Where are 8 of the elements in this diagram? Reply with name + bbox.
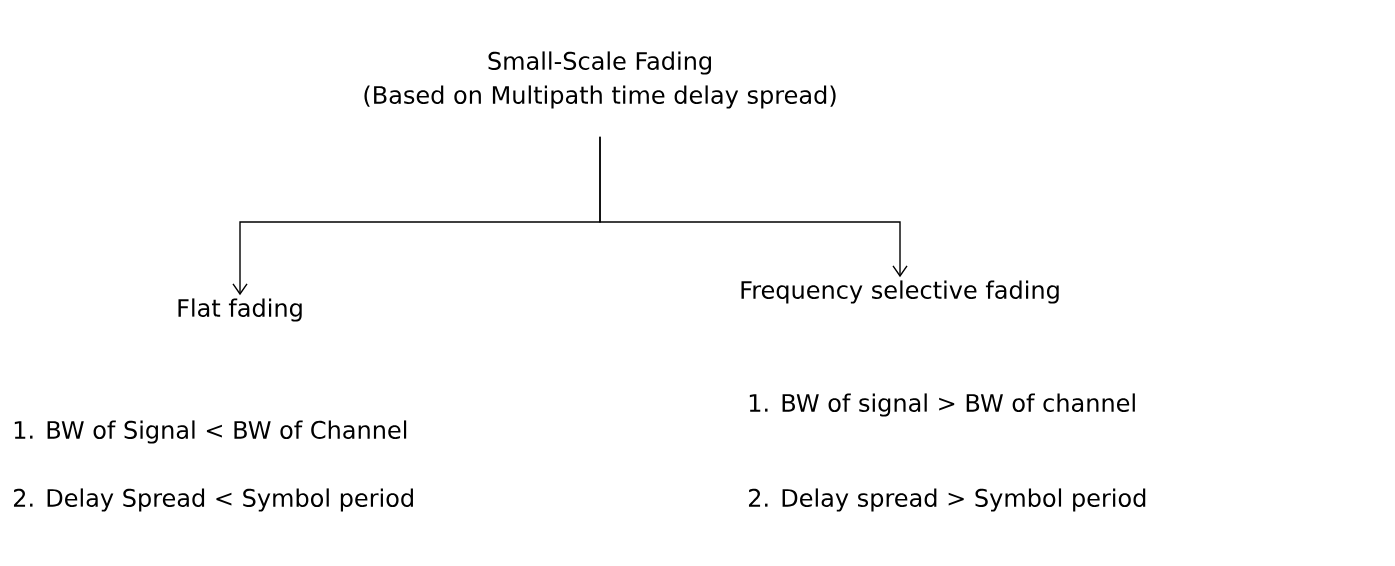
branch-text: Flat fading (178, 298, 302, 322)
heading-text: Small-Scale Fading (Based on Multipath time delay spread) (364, 51, 836, 109)
condition-text: 1. BW of Signal < BW of Channel (14, 420, 407, 444)
condition-text: 1. BW of signal > BW of channel (749, 393, 1135, 417)
condition-text: 2. Delay spread > Symbol period (748, 488, 1146, 512)
arrow (599, 136, 908, 278)
branch-text: Frequency selective fading (741, 280, 1059, 304)
condition-text: 2. Delay Spread < Symbol period (13, 488, 413, 512)
